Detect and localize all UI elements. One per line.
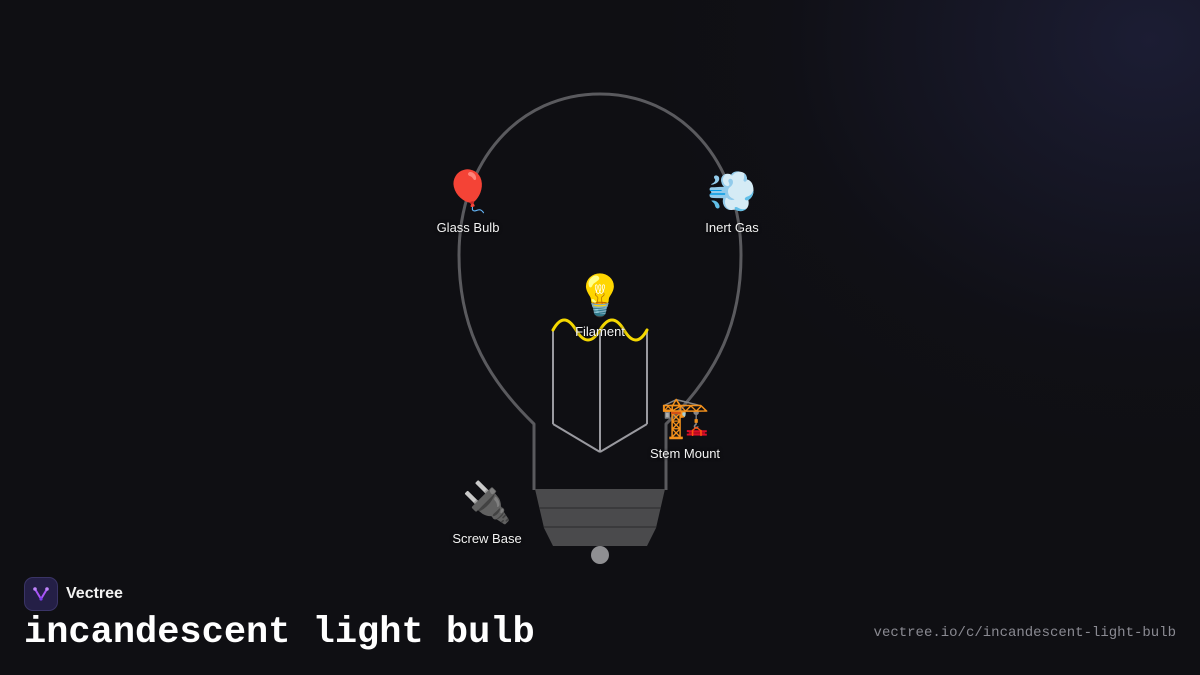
brand-name: Vectree: [66, 585, 123, 602]
page-title: incandescent light bulb: [24, 612, 535, 654]
filament-coil: [551, 318, 649, 342]
balloon-icon: 🎈: [443, 170, 493, 214]
node-glass-bulb: 🎈 Glass Bulb: [437, 168, 500, 236]
node-label-filament: Filament: [575, 324, 625, 339]
source-url[interactable]: vectree.io/c/incandescent-light-bulb: [873, 625, 1176, 641]
node-label-screw-base: Screw Base: [452, 531, 522, 546]
screw-base-threads: [539, 507, 661, 528]
brand[interactable]: Vectree: [24, 577, 123, 611]
node-label-stem-mount: Stem Mount: [649, 446, 721, 461]
glass-envelope-outline: [457, 92, 743, 490]
vectree-logo-icon: [24, 577, 58, 611]
screw-base-body: [535, 489, 665, 546]
wind-icon: 💨: [707, 170, 757, 214]
node-inert-gas: 💨 Inert Gas: [705, 168, 758, 236]
node-filament: 💡 Filament: [575, 272, 625, 340]
node-stem-mount: 🏗️ Stem Mount: [650, 394, 720, 462]
stem-mount-wires: [552, 330, 648, 453]
node-label-glass-bulb: Glass Bulb: [436, 220, 500, 235]
node-screw-base: 🔌 Screw Base: [452, 479, 521, 547]
base-contact: [591, 546, 609, 564]
light-bulb-icon: 💡: [575, 274, 625, 318]
electric-plug-icon: 🔌: [462, 481, 512, 525]
node-label-inert-gas: Inert Gas: [705, 220, 759, 235]
construction-crane-icon: 🏗️: [660, 396, 710, 440]
